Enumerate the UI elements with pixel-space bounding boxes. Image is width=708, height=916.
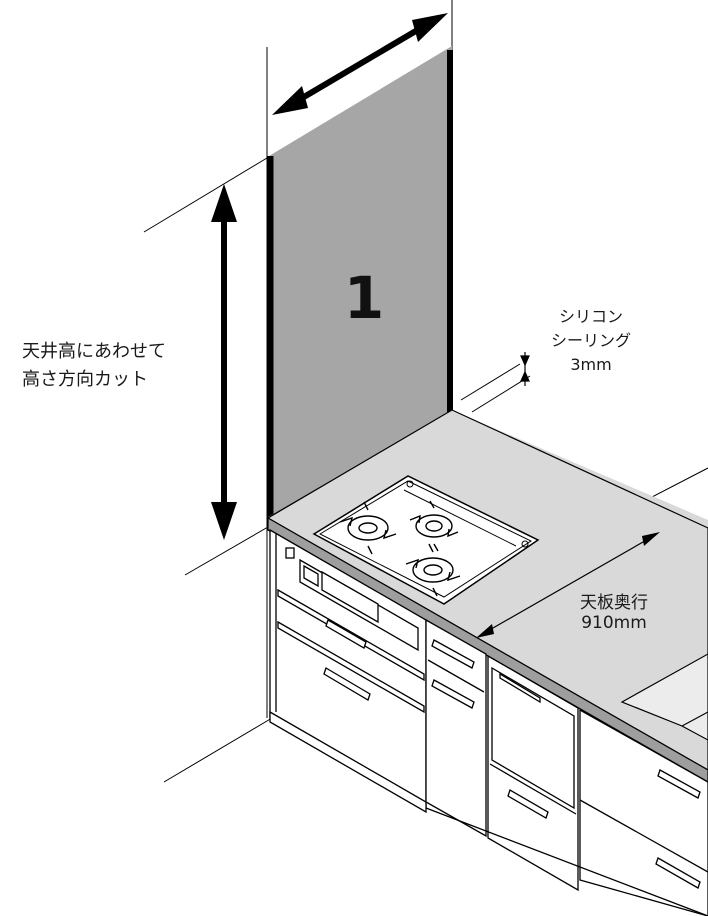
sealant-label-line3: 3mm (570, 355, 611, 374)
burner-left (339, 501, 397, 555)
depth-label-line1: 天板奥行 (580, 593, 648, 613)
depth-dimension-arrow (476, 532, 660, 638)
burner-right (409, 500, 459, 552)
panel-number: 1 (344, 264, 384, 332)
height-dimension-arrow (211, 184, 237, 540)
height-cut-label-line2: 高さ方向カット (22, 369, 148, 390)
sealant-gap-marker (520, 352, 530, 386)
depth-label-line2: 910mm (581, 613, 647, 633)
base-cabinets (269, 528, 708, 916)
burner-rear (405, 543, 461, 597)
sealant-label-line1: シリコン (559, 307, 623, 326)
height-cut-label-line1: 天井高にあわせて (22, 341, 166, 362)
right-cooktop-edge (620, 653, 708, 741)
sealant-label-line2: シーリング (551, 331, 631, 350)
gas-cooktop (312, 475, 540, 605)
width-dimension-arrow (272, 13, 448, 115)
